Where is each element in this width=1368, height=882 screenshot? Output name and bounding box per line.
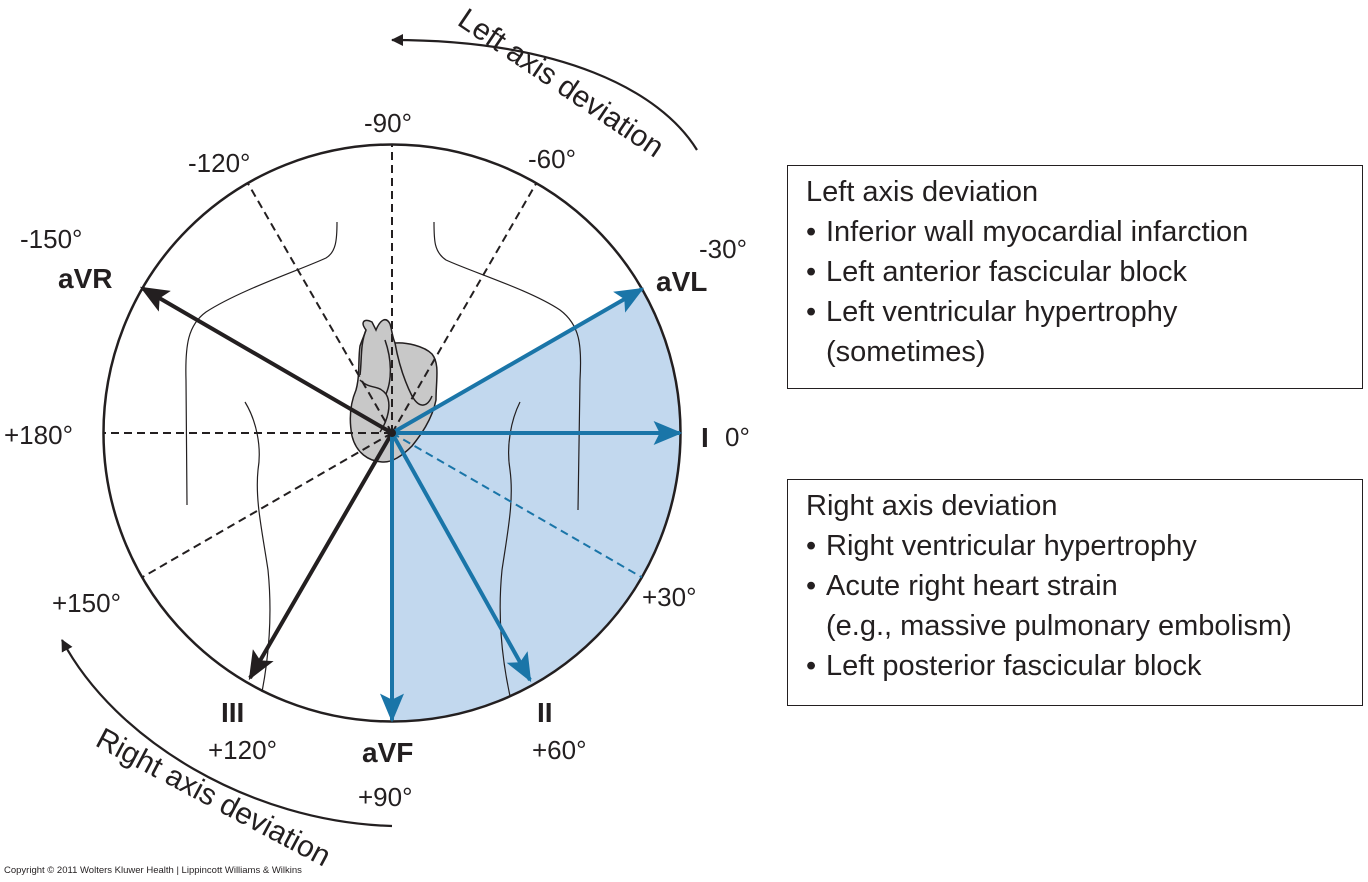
list-item: Left anterior fascicular block <box>806 252 1348 292</box>
list-item: Left ventricular hypertrophy (sometimes) <box>806 292 1348 372</box>
left-box-list: Inferior wall myocardial infarction Left… <box>806 212 1348 372</box>
list-item-continuation: (sometimes) <box>826 336 986 368</box>
list-item: Right ventricular hypertrophy <box>806 526 1348 566</box>
right-axis-deviation-box: Right axis deviation Right ventricular h… <box>787 479 1363 706</box>
lead-label-avl: aVL <box>656 266 707 297</box>
list-item-continuation: (e.g., massive pulmonary embolism) <box>826 610 1292 642</box>
angle-label-plus30: +30° <box>642 582 697 612</box>
right-axis-deviation-arc <box>61 639 393 828</box>
lead-iii-vector <box>248 431 394 681</box>
dashed-axis-plus30 <box>391 432 643 579</box>
left-axis-deviation-label: Left axis deviation <box>452 2 670 164</box>
right-box-title: Right axis deviation <box>806 490 1058 522</box>
lead-label-i: I <box>701 422 709 453</box>
origin-dot <box>388 429 396 437</box>
lead-avl-vector <box>391 287 645 435</box>
list-item: Left posterior fascicular block <box>806 646 1348 686</box>
lead-ii-vector <box>390 432 532 683</box>
list-item: Inferior wall myocardial infarction <box>806 212 1348 252</box>
left-box-title: Left axis deviation <box>806 176 1039 208</box>
left-axis-deviation-arc <box>391 34 698 151</box>
lead-labels: aVR aVL I II III aVF <box>58 263 709 768</box>
angle-label-minus120: -120° <box>188 148 250 178</box>
dashed-reference-axes <box>103 144 538 579</box>
lead-label-avr: aVR <box>58 263 112 294</box>
angle-label-plus180: +180° <box>4 420 73 450</box>
angle-labels: -90° -120° -60° -150° -30° +180° 0° +150… <box>4 108 750 812</box>
angle-label-minus150: -150° <box>20 224 82 254</box>
angle-label-plus150: +150° <box>52 588 121 618</box>
normal-axis-zone <box>392 288 681 722</box>
heart-icon <box>349 319 438 463</box>
angle-label-plus90: +90° <box>358 782 413 812</box>
right-box-list: Right ventricular hypertrophy Acute righ… <box>806 526 1348 686</box>
angle-label-minus30: -30° <box>699 234 747 264</box>
lead-avr-vector <box>139 286 394 435</box>
lead-label-avf: aVF <box>362 737 413 768</box>
copyright-notice: Copyright © 2011 Wolters Kluwer Health |… <box>4 865 302 876</box>
angle-label-plus60: +60° <box>532 735 587 765</box>
lead-label-iii: III <box>221 697 244 728</box>
angle-label-minus90: -90° <box>364 108 412 138</box>
list-item: Acute right heart strain (e.g., massive … <box>806 566 1348 646</box>
angle-label-zero: 0° <box>725 422 750 452</box>
lead-label-ii: II <box>537 697 553 728</box>
angle-label-minus60: -60° <box>528 144 576 174</box>
angle-label-plus120: +120° <box>208 735 277 765</box>
torso-outline <box>185 221 582 697</box>
left-axis-deviation-box: Left axis deviation Inferior wall myocar… <box>787 165 1363 389</box>
